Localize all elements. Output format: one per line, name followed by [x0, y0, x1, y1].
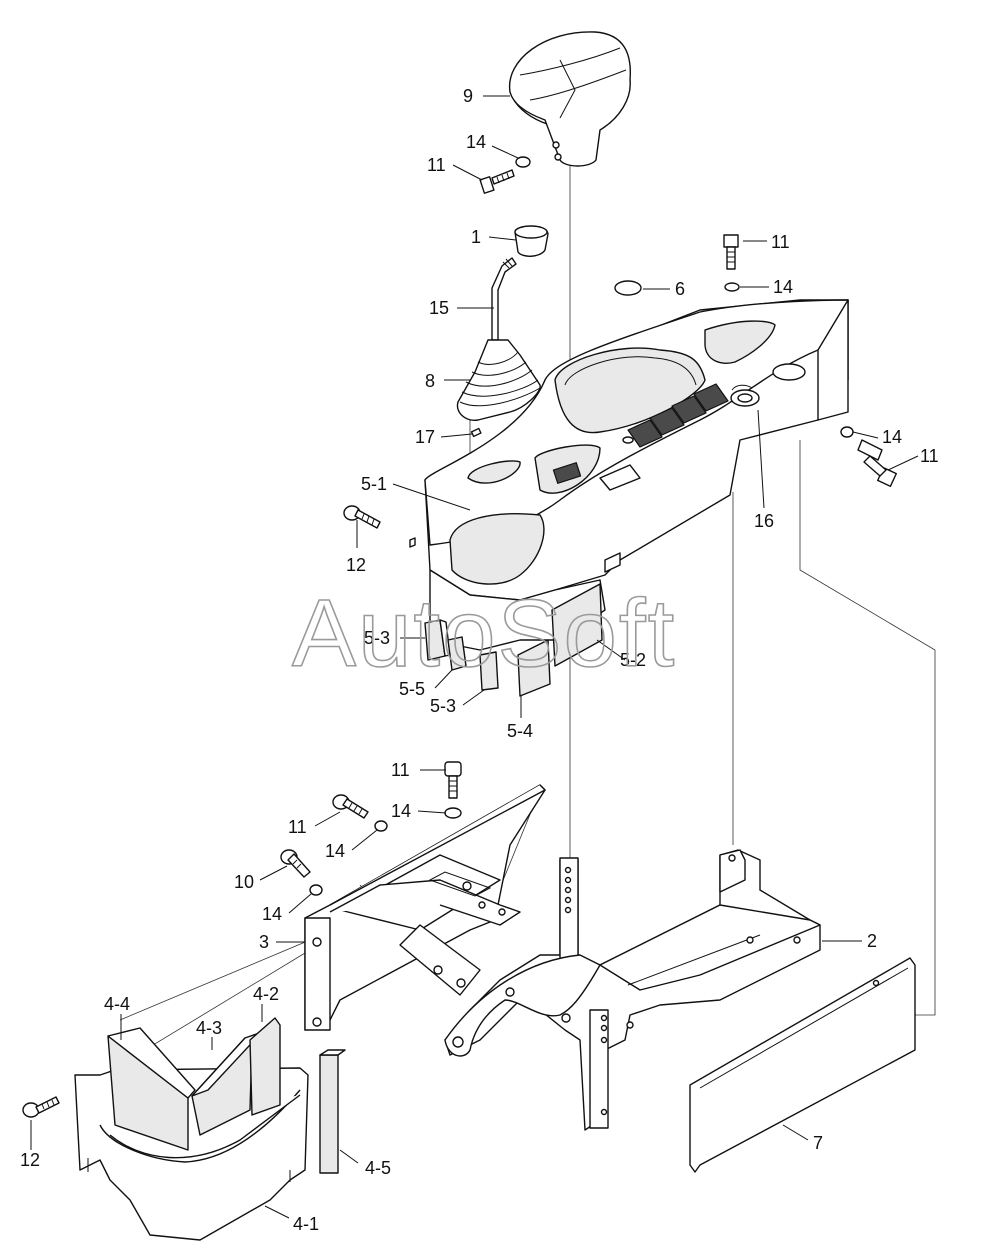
part-12-screw-lower	[22, 1096, 60, 1118]
callout-5-3-lower: 5-3	[430, 696, 456, 716]
callout-2: 2	[867, 931, 877, 951]
part-12-screw-console	[343, 505, 381, 529]
part-16-grommet	[730, 384, 760, 407]
part-14-washer-bracket-low	[309, 884, 323, 896]
callout-1: 1	[471, 227, 481, 247]
part-3-bracket	[304, 784, 546, 1031]
part-5-1-console-cover	[409, 299, 849, 651]
callout-14-right-side: 14	[882, 427, 902, 447]
callout-5-1: 5-1	[361, 474, 387, 494]
part-5-4-panel	[517, 639, 551, 697]
part-10-bolt	[280, 849, 311, 878]
part-5-3-switch-blank-lower	[479, 651, 499, 691]
callout-8: 8	[425, 371, 435, 391]
part-8-rubber-boot	[456, 339, 541, 421]
callout-11-bracket-left: 11	[288, 817, 307, 837]
part-14-washer-bracket-top	[444, 807, 462, 819]
callout-9: 9	[463, 86, 473, 106]
callout-5-4: 5-4	[507, 721, 533, 741]
callout-12-lower: 12	[20, 1150, 40, 1170]
part-11-bolt-knob	[479, 169, 515, 194]
callout-14-right-top: 14	[773, 277, 793, 297]
part-14-washer-bracket-left	[374, 820, 388, 832]
callout-12-console: 12	[346, 555, 366, 575]
callout-4-1: 4-1	[293, 1214, 319, 1234]
callout-11-knob: 11	[427, 155, 446, 175]
part-4-5-strip	[319, 1049, 346, 1174]
callout-11-bracket-top: 11	[391, 760, 410, 780]
part-17-pin	[470, 427, 482, 438]
part-11-bolt-right-side	[857, 439, 898, 488]
part-2-base-frame	[444, 849, 821, 1131]
part-4-2-pad	[249, 1017, 281, 1116]
callout-4-3: 4-3	[196, 1018, 222, 1038]
part-7-cover-plate	[689, 957, 916, 1173]
callout-3: 3	[259, 932, 269, 952]
callout-5-2: 5-2	[620, 650, 646, 670]
part-14-washer-right-top	[724, 282, 740, 292]
leader-lines	[30, 95, 919, 1219]
callout-16: 16	[754, 511, 774, 531]
callout-17: 17	[415, 427, 435, 447]
callout-7: 7	[813, 1133, 823, 1153]
callout-4-4: 4-4	[104, 994, 130, 1014]
watermark: AutoSoft	[292, 580, 676, 687]
part-4-4-pad	[107, 1027, 196, 1151]
part-14-washer-knob	[515, 156, 531, 168]
part-5-3-switch-blank-upper	[424, 619, 451, 661]
part-9-shift-knob	[508, 31, 632, 167]
callout-labels: 9 14 11 1 15 8 17 5-1 12 6 11 14 14 11 1…	[20, 86, 939, 1234]
callout-5-5: 5-5	[399, 679, 425, 699]
callout-4-2: 4-2	[253, 984, 279, 1004]
part-6-cap	[614, 280, 642, 296]
part-14-washer-right-side	[840, 426, 854, 438]
part-1-lever-knob	[514, 225, 549, 257]
callout-5-3-upper: 5-3	[364, 628, 390, 648]
part-11-bolt-right-top	[723, 234, 739, 270]
callout-4-5: 4-5	[365, 1158, 391, 1178]
part-11-bolt-bracket-left	[332, 794, 369, 819]
part-11-bolt-bracket-top	[444, 761, 462, 799]
callout-14-bracket-low: 14	[262, 904, 282, 924]
callout-6: 6	[675, 279, 685, 299]
part-15-lever-rod	[491, 257, 517, 341]
callout-14-bracket-left: 14	[325, 841, 345, 861]
part-5-5-switch-blank	[447, 636, 467, 671]
callout-10: 10	[234, 872, 254, 892]
callout-15: 15	[429, 298, 449, 318]
callout-11-right-top: 11	[771, 232, 790, 252]
callout-14-knob: 14	[466, 132, 486, 152]
callout-14-bracket-top: 14	[391, 801, 411, 821]
callout-11-right-side: 11	[920, 446, 939, 466]
part-5-2-side-panel	[551, 583, 603, 667]
